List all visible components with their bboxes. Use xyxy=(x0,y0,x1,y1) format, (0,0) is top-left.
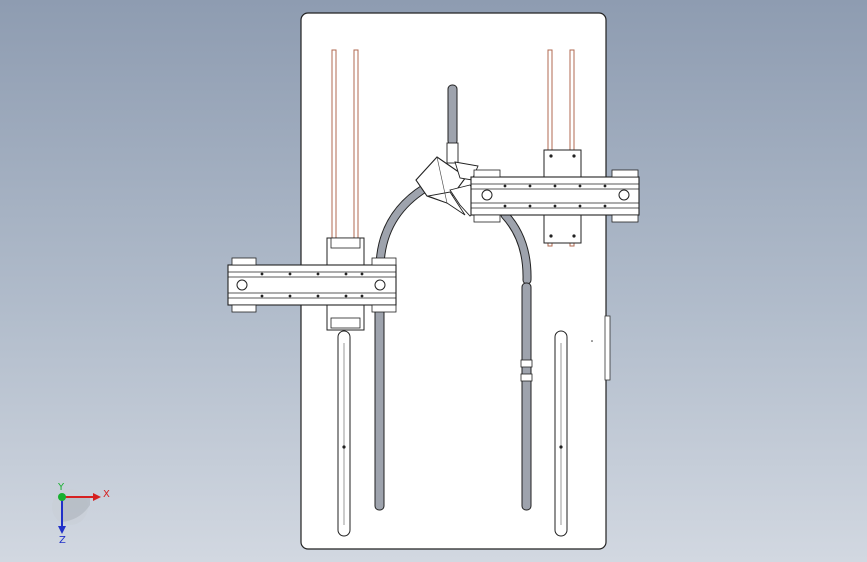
hose-right xyxy=(500,210,533,511)
orientation-triad[interactable]: X Y Z xyxy=(52,482,110,546)
plate-edge-tab xyxy=(604,315,611,381)
y-axis-dot xyxy=(58,493,66,501)
y-axis-label: Y xyxy=(57,482,65,493)
rods-right xyxy=(547,49,575,247)
gripper-block[interactable] xyxy=(415,156,485,217)
probe-top xyxy=(446,84,459,164)
plate-mark xyxy=(591,340,593,342)
cross-rail-left[interactable] xyxy=(227,237,397,331)
z-axis-label: Z xyxy=(59,535,66,546)
cross-rail-right[interactable] xyxy=(470,149,640,244)
slot-left xyxy=(337,330,351,537)
x-axis-label: X xyxy=(103,489,110,500)
x-axis-arrow xyxy=(93,493,101,501)
slot-right xyxy=(554,330,568,537)
hose-left xyxy=(374,183,430,511)
z-axis-arrow xyxy=(58,526,66,534)
